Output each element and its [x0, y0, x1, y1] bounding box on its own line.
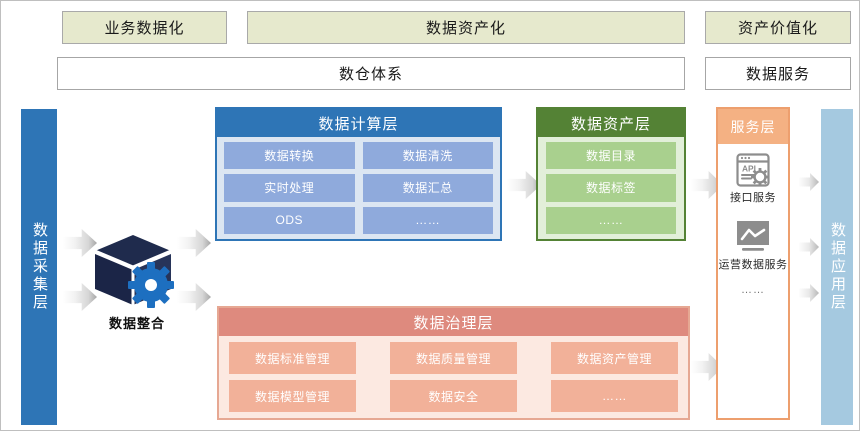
chip-compute-1[interactable]: 数据清洗 — [362, 142, 493, 170]
chip-asset-2[interactable]: …… — [546, 206, 676, 234]
cube-gear-icon — [94, 235, 174, 308]
layer-body-compute: 数据转换 数据清洗 实时处理 数据汇总 ODS …… — [217, 137, 500, 239]
layer-title-asset: 数据资产层 — [538, 109, 684, 137]
service-item-api-label: 接口服务 — [730, 192, 776, 204]
arrow-service-to-application-2 — [799, 238, 819, 256]
svg-text:API: API — [742, 164, 756, 174]
layer-panel-asset: 数据资产层 数据目录 数据标签 …… — [536, 107, 686, 241]
chip-gov-5[interactable]: …… — [551, 380, 678, 412]
top-band-asset-valuation: 资产价值化 — [705, 11, 851, 44]
layer-title-service: 服务层 — [718, 109, 788, 144]
chip-gov-1[interactable]: 数据质量管理 — [390, 342, 517, 374]
top-band-data-assetization: 数据资产化 — [247, 11, 685, 44]
chip-compute-4[interactable]: ODS — [224, 206, 355, 234]
warehouse-system-box: 数仓体系 — [57, 57, 685, 90]
chip-gov-3[interactable]: 数据模型管理 — [229, 380, 356, 412]
arrow-service-to-application-1 — [799, 173, 819, 191]
service-item-operations[interactable]: 运营数据服务 — [719, 219, 788, 272]
service-more-dots: …… — [741, 284, 765, 296]
layer-body-service: API — [718, 144, 788, 418]
layer-panel-service: 服务层 API — [716, 107, 790, 420]
arrow-service-to-application-3 — [799, 284, 819, 302]
layer-body-governance: 数据标准管理 数据质量管理 数据资产管理 数据模型管理 数据安全 …… — [219, 336, 688, 418]
layer-title-governance: 数据治理层 — [219, 308, 688, 336]
chip-gov-0[interactable]: 数据标准管理 — [229, 342, 356, 374]
service-item-api[interactable]: API — [730, 152, 776, 205]
data-service-box: 数据服务 — [705, 57, 851, 90]
data-integration-icon-group: 数据整合 — [89, 229, 185, 333]
chip-compute-2[interactable]: 实时处理 — [224, 174, 355, 202]
chip-asset-0[interactable]: 数据目录 — [546, 142, 676, 170]
layer-title-compute: 数据计算层 — [217, 109, 500, 137]
chip-gov-4[interactable]: 数据安全 — [390, 380, 517, 412]
chip-compute-3[interactable]: 数据汇总 — [362, 174, 493, 202]
layer-panel-compute: 数据计算层 数据转换 数据清洗 实时处理 数据汇总 ODS …… — [215, 107, 502, 241]
chip-gov-2[interactable]: 数据资产管理 — [551, 342, 678, 374]
data-integration-caption: 数据整合 — [108, 316, 165, 331]
api-window-gear-icon: API — [736, 153, 770, 187]
chart-monitor-icon — [737, 221, 769, 251]
layer-panel-governance: 数据治理层 数据标准管理 数据质量管理 数据资产管理 数据模型管理 数据安全 …… — [217, 306, 690, 420]
layer-body-asset: 数据目录 数据标签 …… — [538, 137, 684, 239]
chip-compute-5[interactable]: …… — [362, 206, 493, 234]
pillar-data-collection-layer: 数据采集层 — [21, 109, 57, 425]
top-band-business-datafication: 业务数据化 — [62, 11, 227, 44]
service-item-operations-label: 运营数据服务 — [718, 259, 788, 271]
chip-asset-1[interactable]: 数据标签 — [546, 174, 676, 202]
chip-compute-0[interactable]: 数据转换 — [224, 142, 355, 170]
pillar-data-application-layer: 数据应用层 — [821, 109, 853, 425]
